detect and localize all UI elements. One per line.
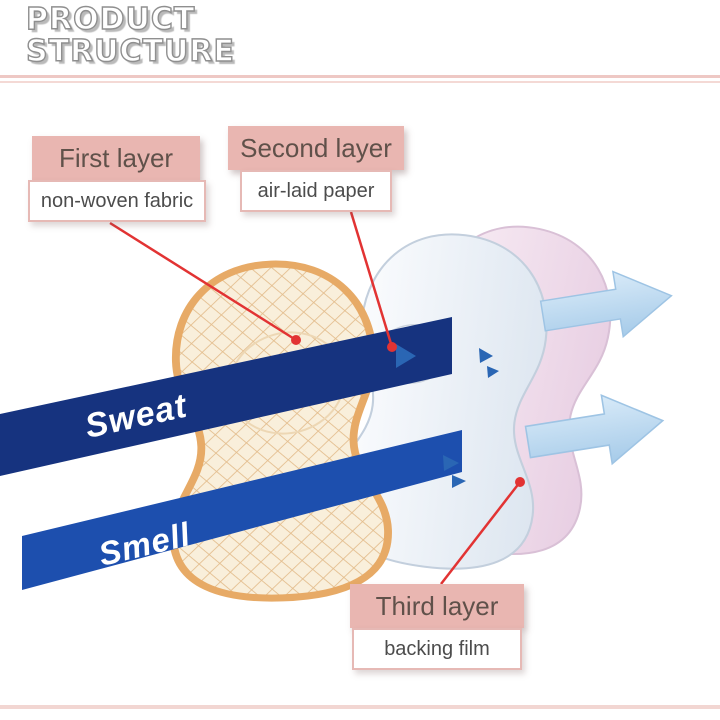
absorb-triangles-icon (396, 344, 499, 488)
callout-connectors (109, 211, 525, 585)
top-divider-line (0, 75, 720, 78)
airflow-arrows (524, 270, 673, 466)
bottom-divider-line (0, 705, 720, 709)
sweat-ribbon-band (0, 317, 452, 476)
connector-third-layer (440, 481, 521, 585)
flow-arrow-bottom-icon (524, 394, 665, 466)
connector-dot-second (387, 342, 397, 352)
callout-first-layer: First layer non-woven fabric (28, 136, 206, 222)
sweat-ribbon: Sweat (0, 317, 452, 476)
first-layer-detail: non-woven fabric (28, 180, 206, 222)
top-divider-line-thin (0, 81, 720, 83)
connector-dot-first (291, 335, 301, 345)
flow-arrow-top-icon (539, 270, 673, 339)
connector-first-layer (109, 221, 297, 342)
third-layer-detail: backing film (352, 628, 522, 670)
page-title-line1: PRODUCT (25, 2, 196, 37)
smell-ribbon-band (22, 430, 462, 590)
page-title: PRODUCT STRUCTURE (25, 2, 235, 69)
connector-second-layer (349, 211, 394, 348)
first-layer-heading: First layer (32, 136, 200, 180)
page-title-line2: STRUCTURE (25, 33, 235, 69)
callout-third-layer: Third layer backing film (350, 584, 524, 670)
second-layer-heading: Second layer (228, 126, 404, 170)
third-layer-heading: Third layer (350, 584, 524, 628)
connector-dot-third (515, 477, 525, 487)
second-layer-detail: air-laid paper (240, 170, 392, 212)
callout-second-layer: Second layer air-laid paper (228, 126, 404, 212)
